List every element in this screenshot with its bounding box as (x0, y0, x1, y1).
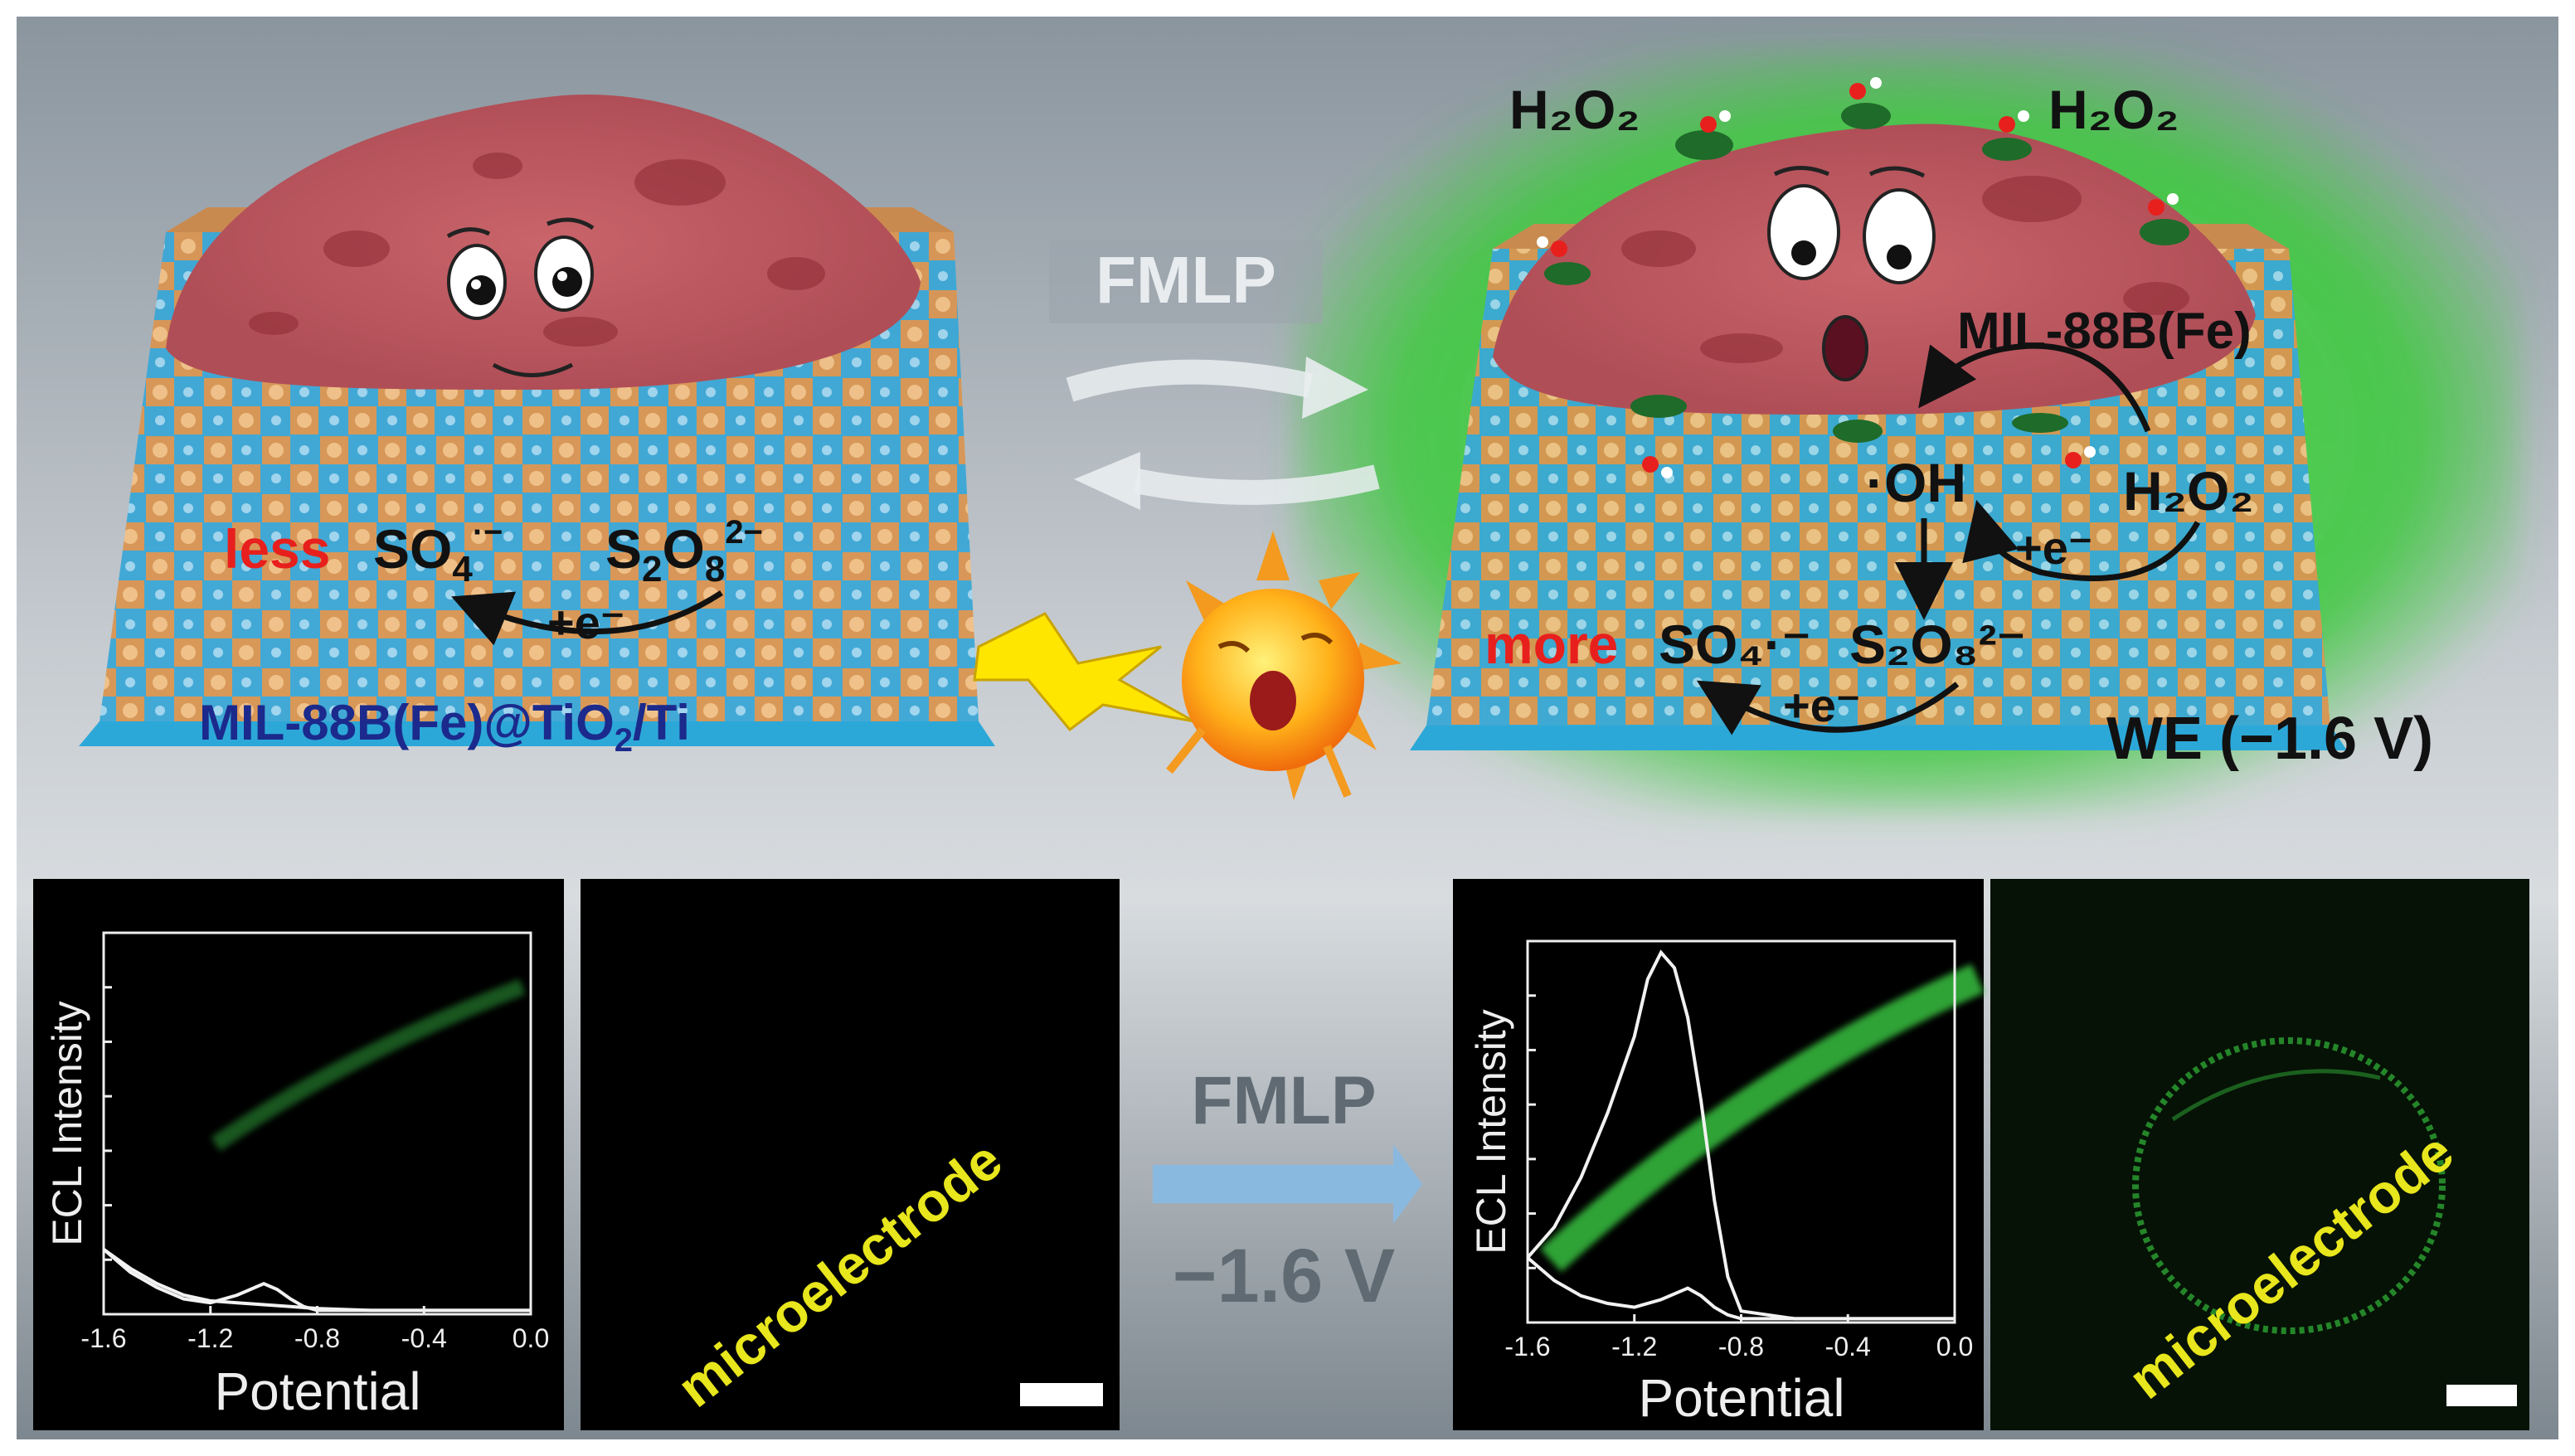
plot-curves-right (1526, 949, 1955, 1321)
label-electron-left: +e⁻ (547, 596, 624, 648)
label-h2o2-left: H₂O₂ (1509, 79, 1640, 140)
scale-bar-right (2446, 1385, 2517, 1406)
blue-arrow-head (1393, 1144, 1422, 1224)
panel-plot-left (33, 879, 564, 1430)
ecl-glow-left (211, 978, 526, 1152)
right-substrate (1410, 726, 2347, 750)
panel-micro-left (581, 879, 1120, 1430)
label-fmlp-bottom: FMLP (1191, 1063, 1376, 1138)
label-voltage-bottom: −1.6 V (1173, 1234, 1396, 1318)
panel-plot-right (1453, 879, 1984, 1430)
label-s2o8-left: S2O82− (605, 514, 763, 590)
x-tick-label: -1.2 (187, 1323, 233, 1353)
label-oh: ·OH (1866, 452, 1966, 513)
x-tick-label: -0.8 (1718, 1332, 1764, 1361)
plot-ylabel-left: ECL Intensity (44, 1001, 90, 1246)
label-so4-right: SO₄·⁻ (1659, 614, 1811, 675)
x-tick-label: 0.0 (1936, 1332, 1973, 1361)
x-ticks-left: -1.6 -1.2 -0.8 -0.4 0.0 (80, 986, 549, 1353)
label-h2o2-mid: H₂O₂ (2123, 460, 2254, 522)
arrow-left-electron (451, 590, 723, 646)
x-tick-label: -1.6 (80, 1323, 126, 1353)
arrow-mof-cycle (1918, 342, 2151, 433)
x-tick-label: -0.4 (1825, 1332, 1871, 1361)
label-so4-left: SO4·− (373, 514, 503, 590)
sun-icon (1166, 531, 1402, 800)
arrow-h2o2-to-oh (1962, 499, 2201, 581)
plot-xlabel-left: Potential (214, 1361, 420, 1421)
label-fmlp-top: FMLP (1096, 243, 1276, 317)
ecl-glow-right (1540, 963, 1985, 1273)
scale-bar-left (1020, 1383, 1103, 1406)
label-h2o2-right: H₂O₂ (2048, 79, 2179, 140)
cell-outline-micrograph (2132, 1037, 2446, 1334)
x-tick-label: -1.2 (1611, 1332, 1657, 1361)
reversible-arrow-backward (1134, 464, 1380, 505)
label-electron-bottom-right: +e⁻ (1783, 679, 1860, 731)
fmlp-top-box (1049, 240, 1323, 323)
label-substrate: MIL-88B(Fe)@TiO2/Ti (199, 695, 690, 759)
blue-arrow-shaft (1153, 1165, 1393, 1203)
x-ticks-right: -1.6 -1.2 -0.8 -0.4 0.0 (1504, 994, 1973, 1361)
left-substrate (79, 721, 995, 746)
ecl-curve-2 (1526, 1256, 1955, 1321)
x-tick-label: -0.8 (294, 1323, 340, 1353)
label-s2o8-right: S₂O₈²⁻ (1849, 614, 2025, 675)
left-cell (166, 94, 921, 391)
plot-xlabel-right: Potential (1638, 1368, 1844, 1428)
arrow-right-electron (1696, 680, 1960, 735)
reversible-arrow-forward (1066, 359, 1314, 402)
label-we: WE (−1.6 V) (2106, 706, 2433, 772)
label-electron-top-right: +e⁻ (2015, 522, 2092, 574)
x-tick-label: -0.4 (401, 1323, 447, 1353)
label-more: more (1484, 614, 1618, 675)
label-less: less (224, 518, 330, 580)
x-tick-label: 0.0 (513, 1323, 549, 1353)
x-tick-label: -1.6 (1504, 1332, 1550, 1361)
plot-ylabel-right: ECL Intensity (1468, 1009, 1514, 1255)
left-electrode-scene (79, 94, 995, 746)
